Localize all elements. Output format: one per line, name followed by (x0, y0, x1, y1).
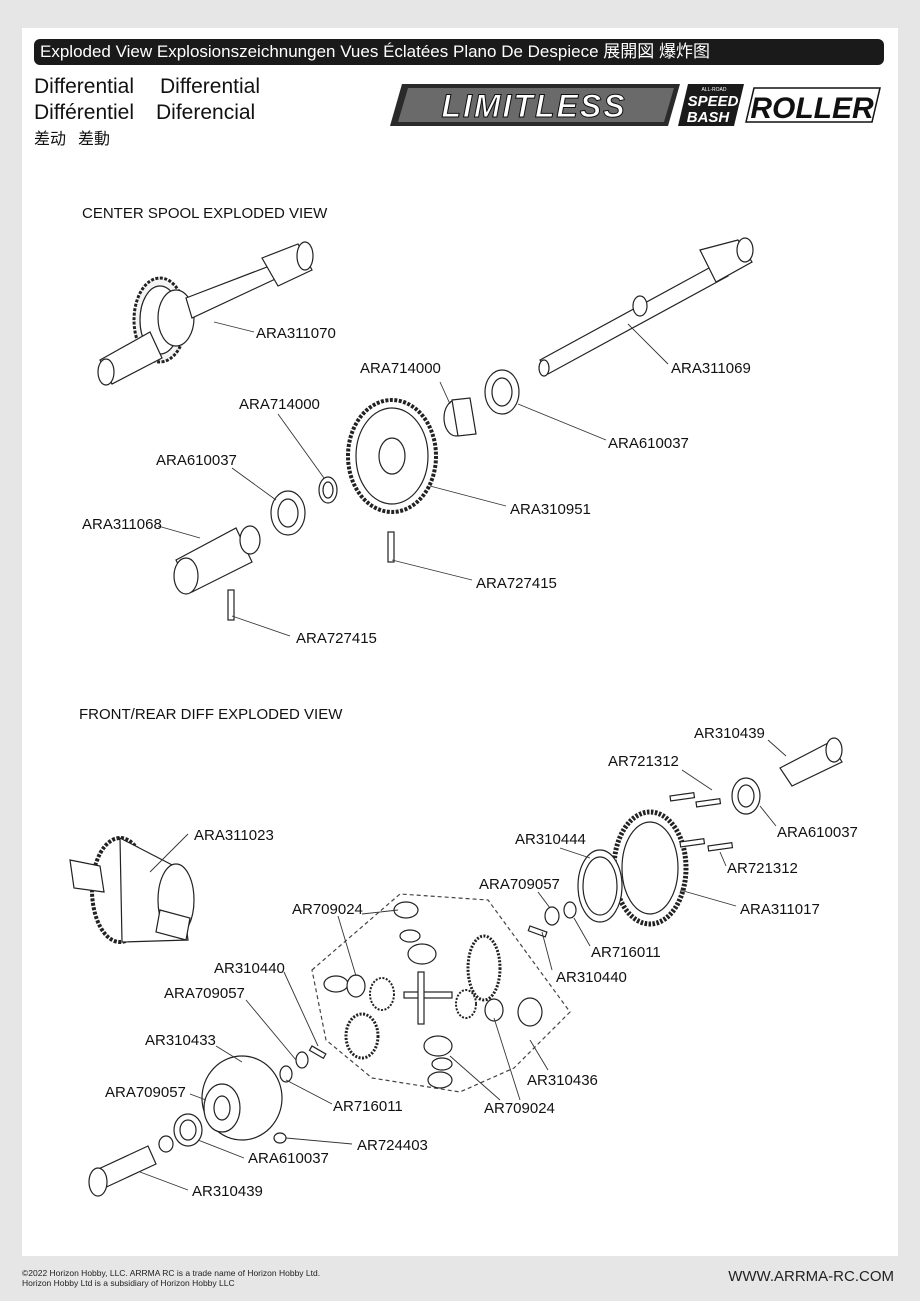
logo-badge-line1: SPEED (688, 93, 739, 110)
title-en: Differential (34, 75, 134, 98)
label-ara311068: ARA311068 (82, 516, 162, 533)
label-ar310444: AR310444 (515, 831, 586, 848)
label-ara727415-b: ARA727415 (296, 630, 377, 647)
label-ar310433: AR310433 (145, 1032, 216, 1049)
copyright-line-2: Horizon Hobby Ltd is a subsidiary of Hor… (22, 1278, 235, 1288)
logo-roller-text: ROLLER (750, 92, 874, 125)
label-ara727415-a: ARA727415 (476, 575, 557, 592)
center-spool-title: CENTER SPOOL EXPLODED VIEW (82, 205, 328, 222)
front-rear-diff-title: FRONT/REAR DIFF EXPLODED VIEW (79, 706, 343, 723)
logo-main-inner (398, 88, 674, 122)
footer-website: WWW.ARRMA-RC.COM (728, 1268, 894, 1285)
logo-badge-panel (678, 84, 744, 126)
label-ar721312-bottom: AR721312 (727, 860, 798, 877)
logo-badge-line2: BASH (687, 109, 731, 126)
label-ar709024-top: AR709024 (292, 901, 363, 918)
label-ara311070: ARA311070 (256, 325, 336, 342)
label-ar716011-right: AR716011 (591, 944, 661, 961)
label-ara709057-mid: ARA709057 (164, 985, 245, 1002)
header-banner: Exploded View Explosionszeichnungen Vues… (34, 39, 884, 65)
logo-main-text: LIMITLESS (441, 88, 626, 124)
footer-copyright: ©2022 Horizon Hobby, LLC. ARRMA RC is a … (22, 1268, 320, 1288)
label-ar716011-bottom: AR716011 (333, 1098, 403, 1115)
logo-roller-frame (745, 87, 881, 123)
label-ara610037-right: ARA610037 (608, 435, 689, 452)
label-ar724403: AR724403 (357, 1137, 428, 1154)
title-zh-tw: 差動 (78, 131, 111, 148)
label-ara311069: ARA311069 (671, 360, 751, 377)
label-ara310951: ARA310951 (510, 501, 591, 518)
label-ara709057-bottom: ARA709057 (105, 1084, 186, 1101)
label-ar310436: AR310436 (527, 1072, 598, 1089)
label-ara714000-left: ARA714000 (239, 396, 320, 413)
title-zh-cn: 差动 (34, 131, 67, 148)
label-ara610037-diff-bottom: ARA610037 (248, 1150, 329, 1167)
label-ara610037-left: ARA610037 (156, 452, 237, 469)
label-ara714000-top: ARA714000 (360, 360, 441, 377)
title-fr: Différentiel (34, 101, 134, 124)
page-titles: Differential Differential Différentiel Dif… (34, 74, 260, 154)
label-ar310440-left: AR310440 (214, 960, 285, 977)
label-ara311023: ARA311023 (194, 827, 274, 844)
logo-badge-small: ALL-ROAD (701, 87, 726, 93)
label-ara610037-diff-top: ARA610037 (777, 824, 858, 841)
label-ar709024-bottom: AR709024 (484, 1100, 555, 1117)
label-ara311017: ARA311017 (740, 901, 820, 918)
label-ar721312-top: AR721312 (608, 753, 679, 770)
title-de: Differential (160, 75, 260, 98)
limitless-logo: LIMITLESS ALL-ROAD SPEED BASH ROLLER (390, 84, 881, 126)
title-es: Diferencial (156, 101, 256, 124)
copyright-line-1: ©2022 Horizon Hobby, LLC. ARRMA RC is a … (22, 1268, 321, 1278)
header-banner-text: Exploded View Explosionszeichnungen Vues… (40, 42, 710, 61)
label-ar310440-right: AR310440 (556, 969, 627, 986)
label-ar310439-top: AR310439 (694, 725, 765, 742)
label-ar310439-bottom: AR310439 (192, 1183, 263, 1200)
label-ara709057-top: ARA709057 (479, 876, 560, 893)
